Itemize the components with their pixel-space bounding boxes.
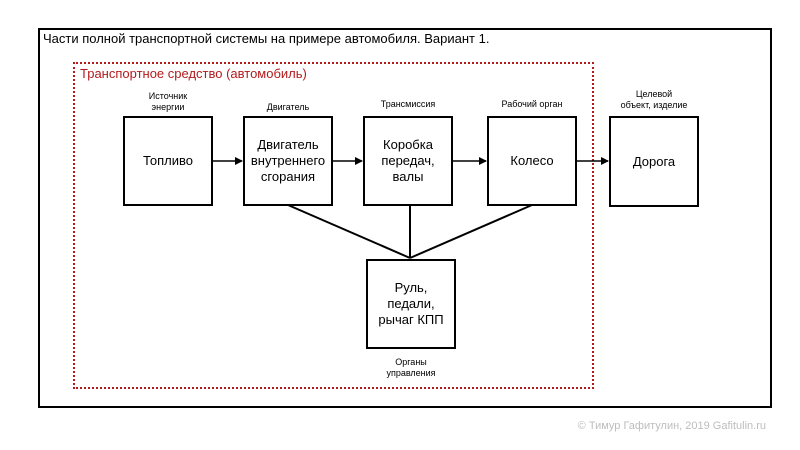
road-caption: Целевой объект, изделие <box>620 89 688 110</box>
vehicle-group-label: Транспортное средство (автомобиль) <box>80 66 307 81</box>
controls-node: Руль, педали, рычаг КПП <box>366 259 456 349</box>
wheel-caption: Рабочий орган <box>501 99 563 109</box>
road-node: Дорога <box>609 116 699 207</box>
system-frame <box>38 28 772 408</box>
wheel-node: Колесо <box>487 116 577 206</box>
fuel-label: Топливо <box>142 153 194 168</box>
vehicle-group <box>73 62 594 389</box>
link-engine-controls <box>287 204 411 259</box>
diagram-title: Части полной транспортной системы на при… <box>43 31 490 46</box>
link-wheel-controls <box>409 204 533 259</box>
transmission-node: Коробка передач, валы <box>363 116 453 206</box>
engine-label: Двигатель внутреннего сгорания <box>250 137 326 184</box>
copyright-note: © Тимур Гафитулин, 2019 Gafitulin.ru <box>577 420 766 432</box>
transmission-caption: Трансмиссия <box>380 99 436 109</box>
engine-caption: Двигатель <box>266 102 310 112</box>
road-label: Дорога <box>632 153 676 169</box>
controls-label: Руль, педали, рычаг КПП <box>378 280 444 327</box>
transmission-label: Коробка передач, валы <box>381 137 435 184</box>
wheel-label: Колесо <box>510 153 554 168</box>
engine-node: Двигатель внутреннего сгорания <box>243 116 333 206</box>
fuel-node: Топливо <box>123 116 213 206</box>
controls-caption: Органы управления <box>386 357 436 378</box>
fuel-caption: Источник энергии <box>148 91 188 112</box>
